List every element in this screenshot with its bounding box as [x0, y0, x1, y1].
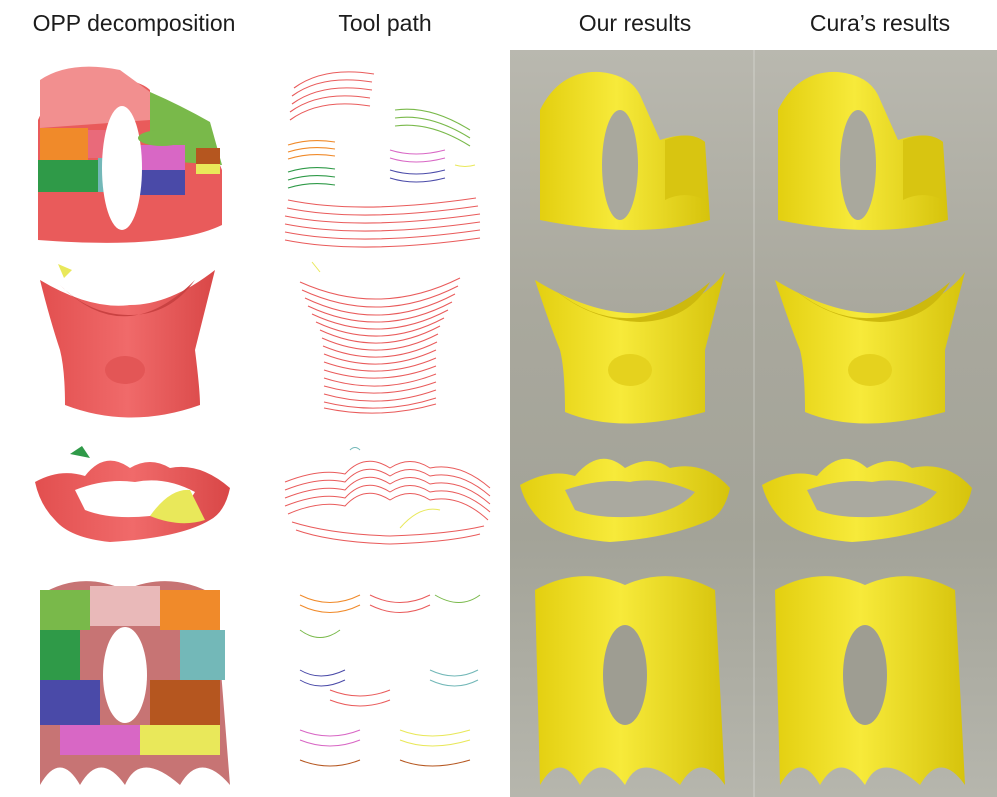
- our-result-2-icon: [535, 272, 725, 424]
- row-4: [40, 576, 965, 785]
- cura-result-3-icon: [762, 458, 972, 542]
- figure-grid: [35, 66, 972, 785]
- tool-path-1-icon: [284, 71, 481, 248]
- opp-decomposition-3-icon: [35, 446, 230, 542]
- our-result-1-icon: [540, 71, 710, 231]
- cura-result-2-icon: [775, 272, 965, 424]
- column-title-cura-results: Cura’s results: [809, 10, 951, 36]
- column-title-tool-path: Tool path: [338, 10, 432, 36]
- opp-decomposition-2-icon: [40, 264, 215, 418]
- opp-decomposition-1-icon: [38, 66, 222, 243]
- cura-result-1-icon: [778, 71, 948, 231]
- cura-result-4-icon: [775, 576, 965, 785]
- our-result-4-icon: [535, 576, 725, 785]
- row-2: [40, 261, 965, 424]
- column-title-our-results: Our results: [578, 10, 692, 36]
- column-header-row: OPP decomposition Tool path Our results …: [0, 0, 997, 50]
- tool-path-3-icon: [284, 447, 491, 545]
- tool-path-2-icon: [299, 261, 461, 414]
- our-result-3-icon: [520, 458, 730, 542]
- row-3: [35, 446, 972, 545]
- column-title-opp-decomposition: OPP decomposition: [32, 10, 236, 36]
- opp-decomposition-4-icon: [40, 581, 230, 785]
- row-1: [38, 66, 948, 248]
- tool-path-4-icon: [299, 594, 481, 767]
